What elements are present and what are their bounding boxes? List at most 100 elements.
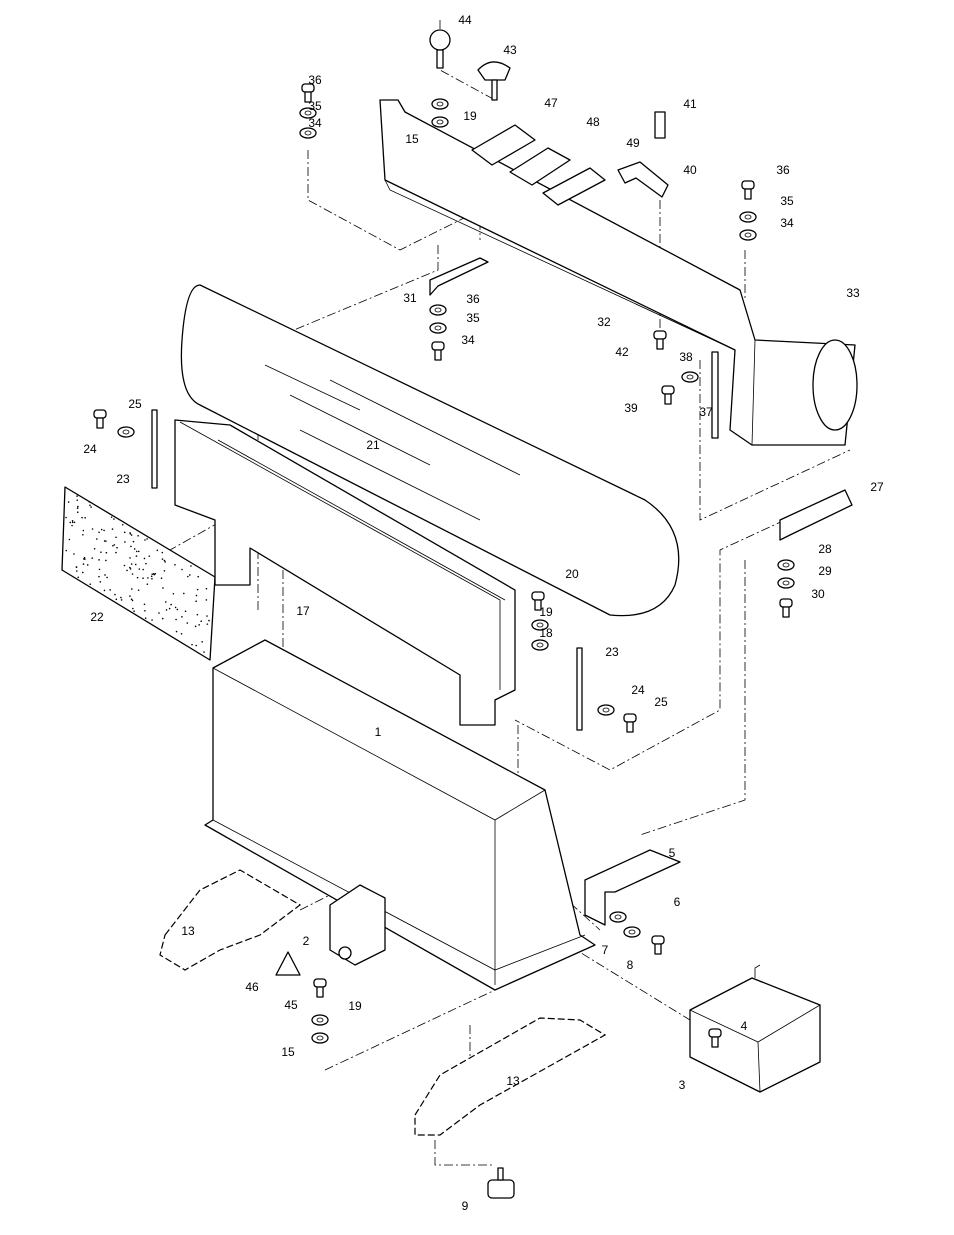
speckle (113, 544, 116, 546)
speckle (123, 564, 126, 567)
speckle (130, 545, 132, 548)
speckle (84, 517, 86, 519)
speckle (151, 578, 153, 580)
speckle (90, 506, 92, 508)
washer (739, 211, 757, 223)
speckle (106, 576, 108, 579)
part-2-switch (329, 884, 386, 966)
callout-15: 15 (405, 132, 419, 146)
part-5-bracket (584, 849, 681, 926)
speckle (158, 612, 160, 614)
speckle (134, 563, 137, 566)
screw-shank (96, 417, 104, 429)
speckle (205, 599, 208, 601)
speckle (201, 641, 203, 643)
speckle (206, 615, 208, 617)
callout-20: 20 (565, 567, 579, 581)
washer (299, 107, 317, 119)
speckle (98, 568, 101, 571)
callout-23: 23 (605, 645, 619, 659)
speckle (126, 569, 128, 572)
screw-shank (304, 91, 312, 103)
speckle (100, 551, 102, 553)
callout-3: 3 (679, 1078, 686, 1092)
speckle (65, 516, 67, 519)
washer-hole (782, 580, 790, 586)
washer (777, 559, 795, 571)
callout-25: 25 (654, 695, 668, 709)
speckle (105, 559, 107, 562)
speckle (129, 566, 131, 569)
washer-hole (602, 707, 610, 713)
part-13-foot-center (414, 1017, 607, 1136)
speckle (105, 540, 107, 542)
screw-shank (744, 188, 752, 200)
screw-head (623, 713, 637, 723)
callout-32: 32 (597, 315, 611, 329)
part-37-strip (711, 351, 719, 439)
washer-hole (434, 307, 442, 313)
speckle (161, 558, 164, 560)
part-31-bracket (429, 257, 489, 296)
speckle (82, 571, 84, 574)
callout-25: 25 (128, 397, 142, 411)
speckle (135, 550, 138, 553)
part-13-foot-left (159, 869, 302, 971)
speckle (143, 603, 146, 606)
callout-33: 33 (846, 286, 860, 300)
callout-7: 7 (602, 943, 609, 957)
speckle (148, 555, 151, 557)
part-17-guard (174, 419, 516, 726)
callout-19: 19 (539, 605, 553, 619)
speckle (151, 573, 154, 575)
part-44-eye-bolt (429, 29, 451, 69)
washer-hole (122, 429, 130, 435)
callout-18: 18 (539, 626, 553, 640)
washer (531, 639, 549, 651)
washer-hole (744, 214, 752, 220)
speckle (131, 573, 134, 575)
speckle (162, 587, 164, 589)
callout-1: 1 (375, 725, 382, 739)
callout-27: 27 (870, 480, 884, 494)
speckle (91, 528, 94, 530)
washer (609, 911, 627, 923)
screw-shank (711, 1036, 719, 1048)
washer (777, 577, 795, 589)
speckle (75, 566, 78, 568)
speckle (110, 516, 113, 518)
speckle (89, 583, 92, 585)
speckle (182, 592, 185, 595)
speckle (154, 573, 157, 575)
speckle (98, 575, 100, 578)
callout-23: 23 (116, 472, 130, 486)
washer (311, 1014, 329, 1026)
callout-24: 24 (631, 683, 645, 697)
speckle (115, 551, 117, 554)
speckle (205, 587, 208, 590)
speckle (191, 643, 193, 646)
speckle (187, 575, 189, 578)
speckle (71, 521, 74, 524)
speckle (77, 505, 79, 508)
speckle (195, 600, 197, 603)
speckle (69, 521, 72, 524)
speckle (132, 607, 134, 610)
speckle (146, 538, 148, 540)
speckle (188, 574, 191, 576)
callout-47: 47 (544, 96, 558, 110)
speckle (99, 581, 102, 583)
callout-5: 5 (669, 846, 676, 860)
washer-hole (316, 1035, 324, 1041)
speckle (206, 623, 209, 625)
speckle (86, 564, 89, 566)
speckle (76, 507, 79, 509)
speckle (116, 546, 118, 549)
washer-hole (614, 914, 622, 920)
part-3-cover-box (689, 964, 821, 1093)
speckle (98, 559, 100, 561)
speckle (174, 606, 177, 609)
speckle (194, 625, 197, 628)
